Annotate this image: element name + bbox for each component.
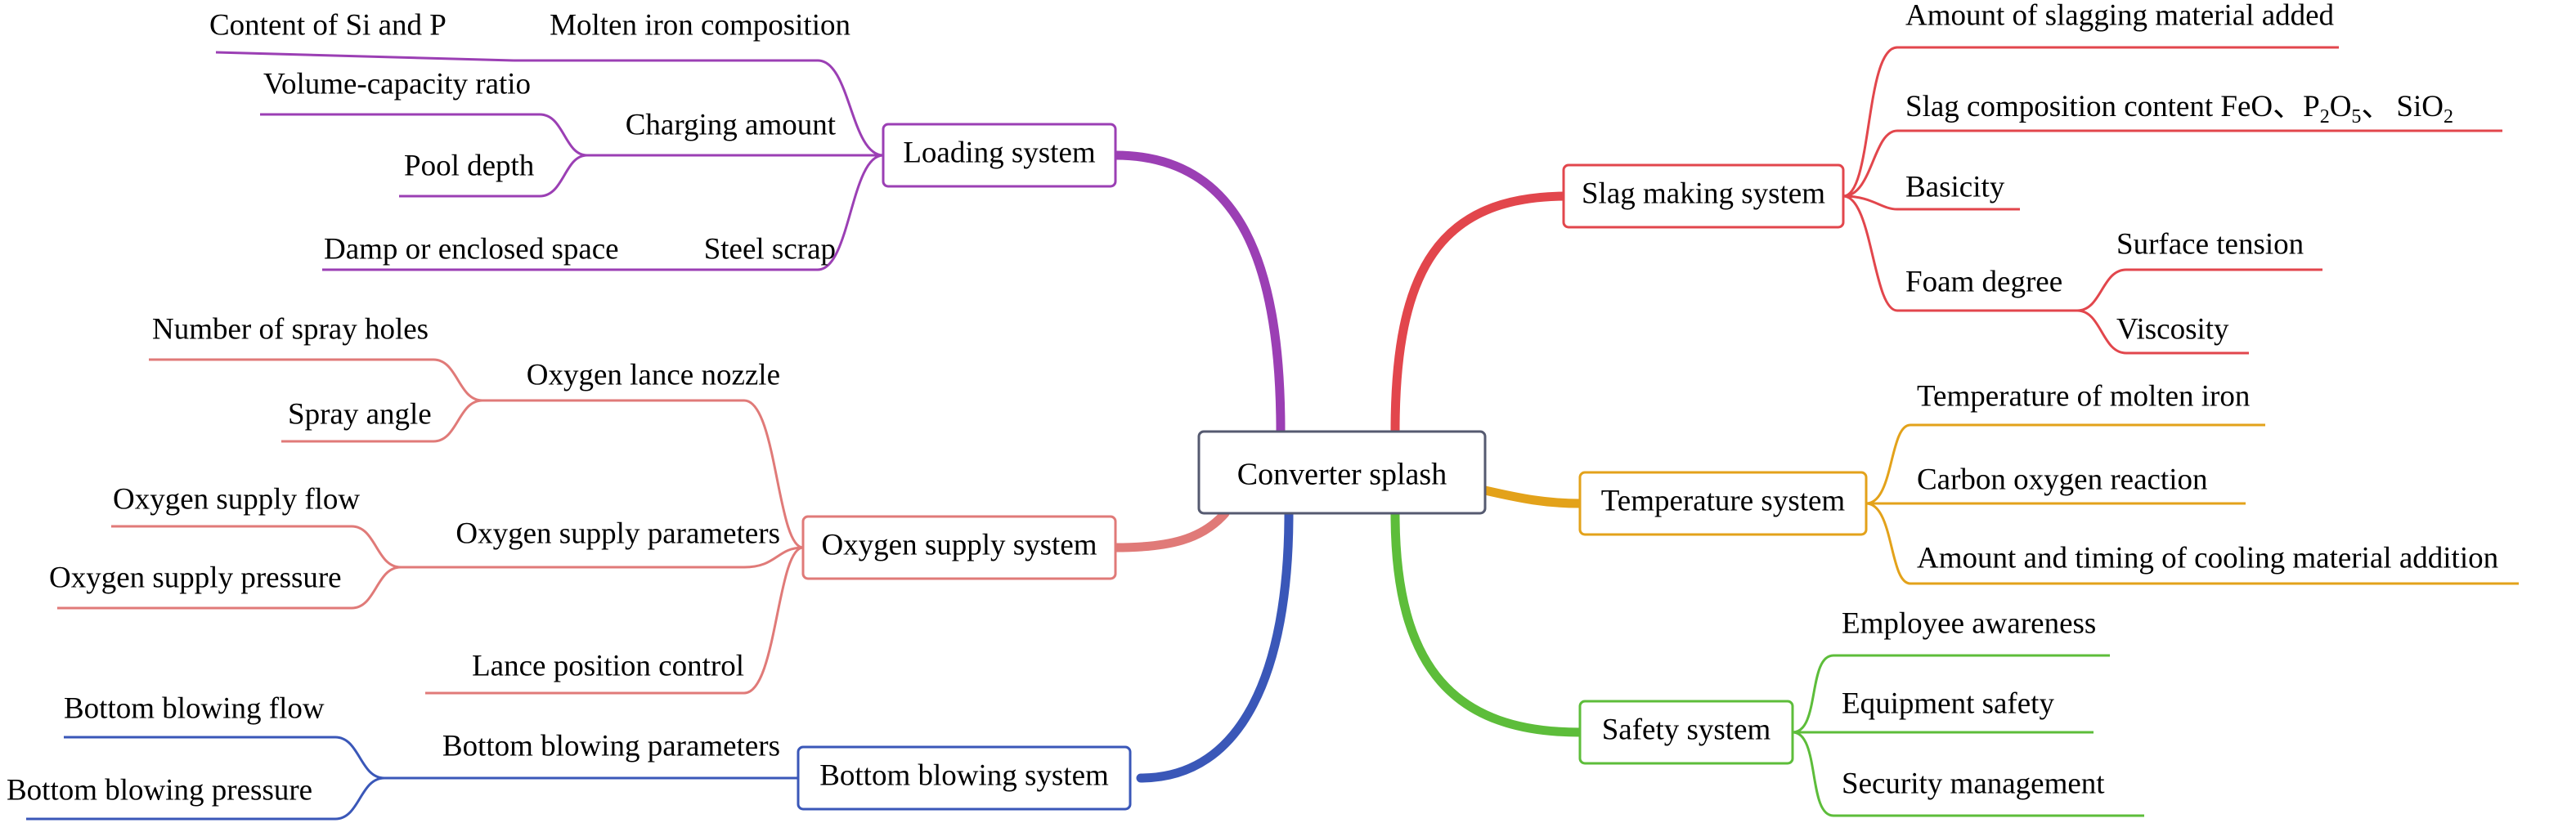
pool-depth-label: Pool depth <box>404 149 535 182</box>
safety-system-label: Safety system <box>1602 713 1771 746</box>
oxygen-supply-system-label: Oxygen supply system <box>821 528 1097 561</box>
connector-temperature <box>1480 485 1585 508</box>
connector-oxygen <box>1111 508 1230 552</box>
center-node-box <box>1197 430 1487 515</box>
branch-bottom: Bottom blowing system Bottom blowing par… <box>7 691 1132 821</box>
connector-loading <box>1111 150 1286 436</box>
bottom-blowing-parameters-label: Bottom blowing parameters <box>442 729 780 763</box>
basicity-label: Basicity <box>1905 170 2005 204</box>
branch-oxygen: Oxygen supply system Oxygen lance nozzle… <box>49 312 1117 695</box>
surface-tension-label: Surface tension <box>2116 227 2304 261</box>
foam-degree-label: Foam degree <box>1905 265 2062 298</box>
viscosity-label: Viscosity <box>2116 312 2229 346</box>
safety-system-box <box>1578 700 1794 765</box>
damp-enclosed-space-label: Damp or enclosed space <box>324 232 619 266</box>
spray-holes-label: Number of spray holes <box>152 312 429 346</box>
main-connectors <box>1111 150 1585 783</box>
molten-iron-temperature-label: Temperature of molten iron <box>1917 379 2250 413</box>
connector-safety <box>1390 508 1585 737</box>
employee-awareness-label: Employee awareness <box>1842 606 2096 640</box>
branch-loading: Loading system Molten iron composition C… <box>209 8 1117 271</box>
equipment-safety-label: Equipment safety <box>1842 687 2054 720</box>
oxygen-supply-parameters-label: Oxygen supply parameters <box>456 517 780 550</box>
oxygen-supply-flow-label: Oxygen supply flow <box>113 482 360 516</box>
cooling-material-label: Amount and timing of cooling material ad… <box>1917 541 2498 575</box>
slag-making-system-label: Slag making system <box>1582 177 1825 210</box>
steel-scrap-label: Steel scrap <box>704 232 836 266</box>
molten-iron-composition-label: Molten iron composition <box>550 8 850 42</box>
lance-position-control-label: Lance position control <box>472 649 744 682</box>
bottom-blowing-pressure-label: Bottom blowing pressure <box>7 773 312 807</box>
oxygen-supply-system-box <box>801 515 1117 580</box>
security-management-label: Security management <box>1842 767 2105 800</box>
bottom-blowing-system-box <box>797 745 1132 811</box>
branch-slag: Slag making system Amount of slagging ma… <box>1562 0 2502 355</box>
slag-making-system-box <box>1562 163 1845 229</box>
connector-slag <box>1390 191 1572 436</box>
center-node-label: Converter splash <box>1237 458 1447 492</box>
oxygen-supply-pressure-label: Oxygen supply pressure <box>49 561 342 594</box>
loading-system-box <box>882 123 1117 188</box>
slag-composition-label: Slag composition content FeO、P2O5、SiO2 <box>1905 90 2453 127</box>
carbon-oxygen-reaction-label: Carbon oxygen reaction <box>1917 463 2208 496</box>
spray-angle-label: Spray angle <box>288 397 432 431</box>
bottom-blowing-system-label: Bottom blowing system <box>819 758 1109 792</box>
volume-capacity-ratio-label: Volume-capacity ratio <box>263 67 531 101</box>
connector-bottom <box>1136 508 1294 783</box>
branch-safety: Safety system Employee awareness Equipme… <box>1578 606 2144 817</box>
loading-system-label: Loading system <box>903 136 1096 169</box>
si-p-content-label: Content of Si and P <box>209 8 447 42</box>
charging-amount-label: Charging amount <box>626 108 837 141</box>
temperature-system-label: Temperature system <box>1601 484 1846 517</box>
branch-temperature: Temperature system Temperature of molten… <box>1578 379 2519 585</box>
temperature-system-box <box>1578 471 1868 536</box>
bottom-blowing-flow-label: Bottom blowing flow <box>64 691 325 725</box>
center-node: Converter splash <box>1197 430 1487 515</box>
slagging-material-amount-label: Amount of slagging material added <box>1905 0 2335 32</box>
oxygen-lance-nozzle-label: Oxygen lance nozzle <box>527 358 780 391</box>
